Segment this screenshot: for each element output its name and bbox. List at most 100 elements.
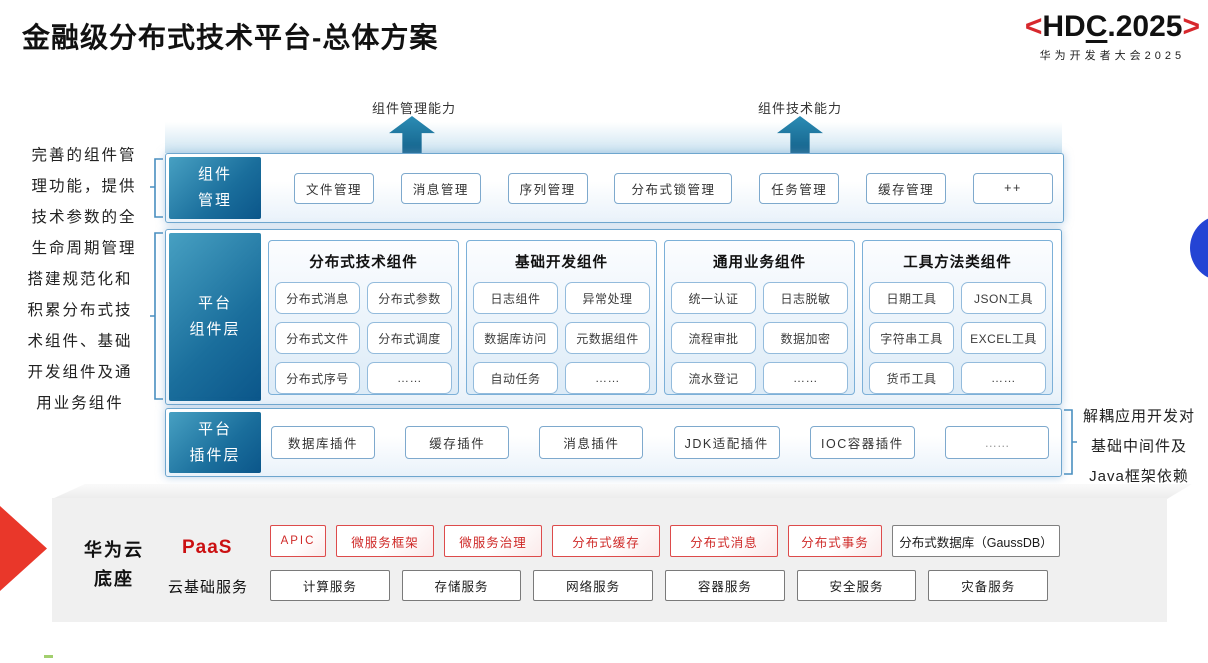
group-item: 分布式序号 (275, 362, 360, 394)
group-title: 通用业务组件 (713, 255, 806, 271)
plugin-box: IOC容器插件 (810, 426, 915, 459)
plugin-box: 数据库插件 (271, 426, 375, 459)
left-bracket-icon (150, 158, 163, 218)
right-note: 解耦应用开发对基础中间件及Java框架依赖 (1082, 408, 1195, 485)
foundation-slab-top-face (52, 484, 1192, 499)
plugin-box: 缓存插件 (405, 426, 510, 459)
group-item: 字符串工具 (869, 322, 954, 354)
row-label-line: 组件层 (189, 321, 241, 338)
blue-circle-decoration (1190, 215, 1208, 281)
cloud-basic-services-label: 云基础服务 (168, 579, 249, 596)
component-box: 消息管理 (400, 172, 481, 204)
paas-services-row: APIC 微服务框架 微服务治理 分布式缓存 分布式消息 分布式事务 分布式数据… (270, 525, 1060, 557)
row-label-line: 平台 (197, 420, 232, 438)
group-grid: 分布式消息 分布式参数 分布式文件 分布式调度 分布式序号 …… (275, 282, 452, 394)
row-platform-plugins: 平台 插件层 数据库插件 缓存插件 消息插件 JDK适配插件 IOC容器插件 …… (165, 408, 1062, 477)
paas-label: PaaS (182, 537, 233, 558)
left-bracket-icon (150, 232, 163, 400)
group-common-business: 通用业务组件 统一认证 日志脱敏 流程审批 数据加密 流水登记 …… (664, 240, 855, 395)
component-box: 序列管理 (507, 172, 588, 204)
page-title: 金融级分布式技术平台-总体方案 (22, 22, 439, 53)
group-item-ellipsis: …… (763, 362, 848, 394)
row-label-line: 组件 (197, 166, 232, 183)
red-arrow-icon (0, 506, 47, 591)
row-label-line: 平台 (197, 295, 232, 312)
paas-box: 分布式缓存 (552, 525, 660, 557)
plugin-box-ellipsis: …… (944, 426, 1049, 459)
group-item: 流水登记 (671, 362, 756, 394)
group-title: 基础开发组件 (515, 255, 608, 271)
paas-box-gaussdb: 分布式数据库（GaussDB） (892, 525, 1060, 557)
component-box: 文件管理 (294, 172, 374, 204)
foundation-slab (52, 498, 1167, 622)
hdc-logo-text: <HDC.2025> (1025, 10, 1200, 44)
group-item: EXCEL工具 (961, 322, 1046, 354)
left-note-2: 搭建规范化和积累分布式技术组件、基础开发组件及通用业务组件 (27, 271, 133, 412)
group-item: 日志脱敏 (763, 282, 848, 314)
hdc-subtitle: 华为开发者大会2025 (1039, 50, 1186, 62)
paas-box: 微服务框架 (336, 525, 434, 557)
group-item: 统一认证 (671, 282, 756, 314)
group-item: 分布式文件 (275, 322, 360, 354)
top-gradient-band (165, 122, 1062, 153)
group-basic-dev: 基础开发组件 日志组件 异常处理 数据库访问 元数据组件 自动任务 …… (466, 240, 657, 395)
cloud-basic-services-row: 计算服务 存储服务 网络服务 容器服务 安全服务 灾备服务 (270, 570, 1049, 601)
hw-label-line: 底座 (94, 569, 134, 589)
arrow-label-tech: 组件技术能力 (757, 101, 842, 116)
hdc-post: .2025 (1107, 10, 1183, 43)
group-item: 流程审批 (671, 322, 756, 354)
group-item: 元数据组件 (565, 322, 650, 354)
platform-component-groups: 分布式技术组件 分布式消息 分布式参数 分布式文件 分布式调度 分布式序号 ……… (268, 240, 1053, 395)
group-distributed-tech: 分布式技术组件 分布式消息 分布式参数 分布式文件 分布式调度 分布式序号 …… (268, 240, 459, 395)
group-tool-methods: 工具方法类组件 日期工具 JSON工具 字符串工具 EXCEL工具 货币工具 …… (862, 240, 1053, 395)
row-component-management: 组件 管理 文件管理 消息管理 序列管理 分布式锁管理 任务管理 缓存管理 ++ (165, 153, 1064, 223)
cloud-service-box: 计算服务 (270, 570, 390, 601)
row-label-platform-components: 平台 组件层 (169, 233, 261, 401)
hw-label-line: 华为云 (84, 540, 144, 560)
paas-box: 分布式事务 (788, 525, 882, 557)
group-item: 日志组件 (473, 282, 558, 314)
group-item: 分布式消息 (275, 282, 360, 314)
cloud-service-box: 容器服务 (665, 570, 785, 601)
group-item: 数据库访问 (473, 322, 558, 354)
group-item: 分布式参数 (367, 282, 452, 314)
hdc-right-angle: > (1182, 10, 1200, 43)
left-note-1: 完善的组件管理功能，提供技术参数的全生命周期管理 (31, 147, 137, 257)
hdc-logo: <HDC.2025> 华为开发者大会2025 (1025, 10, 1200, 63)
group-grid: 日期工具 JSON工具 字符串工具 EXCEL工具 货币工具 …… (869, 282, 1046, 394)
row-label-line: 插件层 (189, 446, 241, 464)
group-title: 分布式技术组件 (309, 255, 418, 271)
group-item: 日期工具 (869, 282, 954, 314)
group-item-ellipsis: …… (565, 362, 650, 394)
right-bracket-icon (1064, 409, 1077, 475)
group-item: JSON工具 (961, 282, 1046, 314)
platform-plugin-items: 数据库插件 缓存插件 消息插件 JDK适配插件 IOC容器插件 …… (271, 409, 1049, 476)
cloud-service-box: 网络服务 (533, 570, 654, 601)
group-item: 自动任务 (473, 362, 558, 394)
paas-box: APIC (270, 525, 326, 557)
row-platform-components: 平台 组件层 分布式技术组件 分布式消息 分布式参数 分布式文件 分布式调度 分… (165, 229, 1062, 405)
green-speck-artifact (44, 655, 53, 658)
cloud-service-box: 安全服务 (796, 570, 917, 601)
group-item: 分布式调度 (367, 322, 452, 354)
group-item-ellipsis: …… (961, 362, 1046, 394)
row-label-component-management: 组件 管理 (169, 157, 261, 219)
paas-box: 分布式消息 (670, 525, 778, 557)
group-title: 工具方法类组件 (903, 255, 1012, 271)
hdc-pre: HD (1042, 10, 1086, 43)
hdc-c-underlined: C (1085, 10, 1108, 43)
component-box: 任务管理 (759, 172, 840, 204)
row-label-platform-plugins: 平台 插件层 (169, 412, 261, 473)
plugin-box: 消息插件 (539, 426, 644, 459)
component-box: ++ (972, 172, 1053, 204)
arrow-label-mgmt: 组件管理能力 (371, 101, 456, 116)
group-grid: 日志组件 异常处理 数据库访问 元数据组件 自动任务 …… (473, 282, 650, 394)
plugin-box: JDK适配插件 (673, 426, 780, 459)
paas-box: 微服务治理 (444, 525, 542, 557)
cloud-service-box: 存储服务 (401, 570, 522, 601)
group-item: 异常处理 (565, 282, 650, 314)
row-label-line: 管理 (197, 192, 232, 209)
group-item: 数据加密 (763, 322, 848, 354)
cloud-service-box: 灾备服务 (928, 570, 1049, 601)
